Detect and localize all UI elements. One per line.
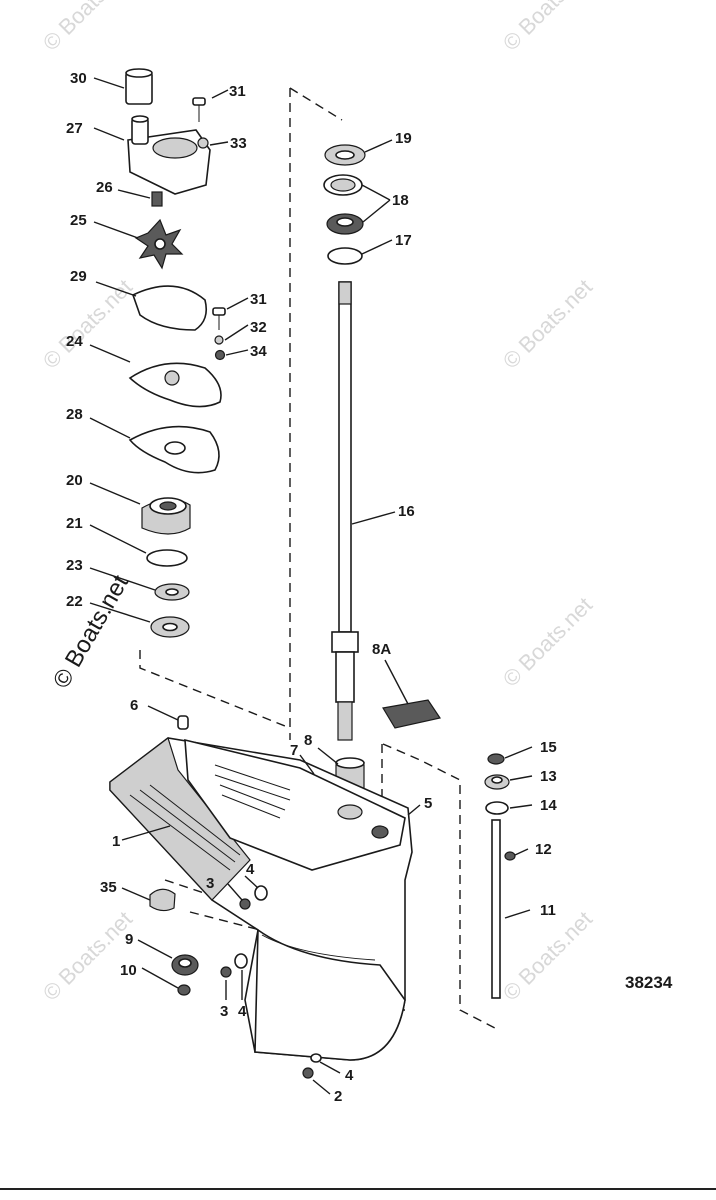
assembly-lines [139,87,496,1029]
callout-25: 25 [70,212,87,229]
callout-30: 30 [70,70,87,87]
part-3-bolt-a [239,898,251,910]
callout-34: 34 [250,343,267,360]
watermark-main: © Boats.net [48,570,134,693]
watermark: © Boats.net [38,0,137,56]
callout-33: 33 [230,135,247,152]
part-13-bushing [484,774,510,790]
part-30-tube [125,68,153,105]
callout-3: 3 [206,875,214,892]
part-23-washer [154,583,190,601]
part-34-nut [214,349,226,361]
callout-4: 4 [246,861,255,878]
callout-17: 17 [395,232,412,249]
watermark: © Boats.net [498,274,597,373]
part-31-screw [192,97,206,122]
callout-31: 31 [229,83,246,100]
part-4-washer-b [234,953,248,969]
callout-4b: 4 [238,1003,247,1020]
part-4-washer-c [310,1053,322,1063]
watermark: © Boats.net [38,906,137,1005]
part-22-washer [150,616,190,638]
part-35-anode [149,888,176,912]
callout-8a: 8A [372,641,391,658]
callout-15: 15 [540,739,557,756]
callout-19: 19 [395,130,412,147]
part-18-bearing-cup [323,174,363,196]
callout-18: 18 [392,192,409,209]
callout-13: 13 [540,768,557,785]
callout-9: 9 [125,931,133,948]
callout-20: 20 [66,472,83,489]
part-33-nut [197,137,209,149]
callout-12: 12 [535,841,552,858]
part-11-shift-shaft [491,819,501,999]
callout-8: 8 [304,732,312,749]
part-6-plug [177,715,189,730]
watermark: © Boats.net [498,0,597,56]
callout-16: 16 [398,503,415,520]
callout-4c: 4 [345,1067,354,1084]
part-31-screw-b [212,307,226,330]
part-21-o-ring [146,549,188,567]
document-number: 38234 [625,973,673,992]
part-20-insert [141,497,191,535]
part-17-shim [327,247,363,265]
part-2-screw [302,1067,314,1079]
callout-21: 21 [66,515,83,532]
callout-22: 22 [66,593,83,610]
callout-14: 14 [540,797,557,814]
callout-29: 29 [70,268,87,285]
callout-6: 6 [130,697,138,714]
callout-1: 1 [112,833,120,850]
callout-3b: 3 [220,1003,228,1020]
part-10-nut [177,984,191,996]
callout-11: 11 [540,902,556,919]
part-27-pump-housing [127,115,211,195]
part-8a-pad [382,699,441,729]
callout-31b: 31 [250,291,267,308]
part-16-driveshaft [331,281,359,741]
part-15-nut [487,753,505,765]
part-9-gear [171,954,199,976]
callouts: 30 31 27 33 26 25 29 31 32 24 34 28 20 2… [66,70,557,1105]
part-14-o-ring [485,801,509,815]
part-32-washer [214,335,224,345]
part-24-plate [128,362,222,408]
callout-26: 26 [96,179,113,196]
callout-24: 24 [66,333,83,350]
callout-7: 7 [290,742,298,759]
part-26-key [151,191,163,207]
part-3-bolt-b [220,966,232,978]
part-29-gasket [132,285,208,331]
callout-32: 32 [250,319,267,336]
watermark: © Boats.net [498,906,597,1005]
callout-27: 27 [66,120,83,137]
callout-2: 2 [334,1088,342,1105]
part-18-bearing-cone [326,213,364,235]
part-12-clip [504,851,516,861]
part-25-impeller [134,218,184,270]
leader-lines [89,77,533,1095]
callout-5: 5 [424,795,432,812]
callout-35: 35 [100,879,117,896]
watermark: © Boats.net [498,592,597,691]
callout-10: 10 [120,962,137,979]
bottom-border [0,1188,716,1190]
part-19-retainer [324,144,366,166]
callout-23: 23 [66,557,83,574]
part-28-gasket-plate [128,425,220,474]
part-4-washer-a [254,885,268,901]
callout-28: 28 [66,406,83,423]
